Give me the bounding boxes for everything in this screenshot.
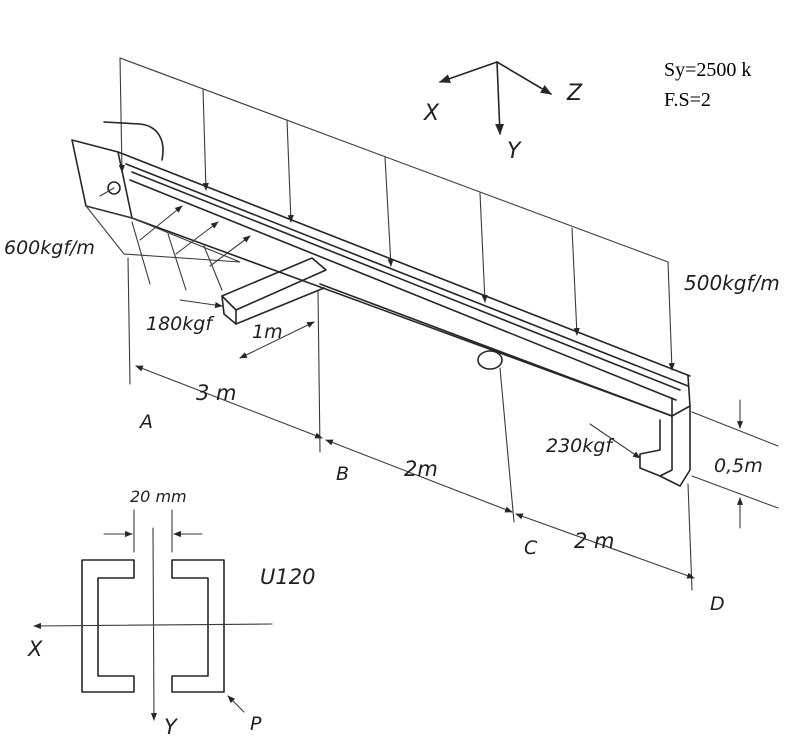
arm-b-end [221, 295, 237, 325]
section-y-axis [150, 527, 158, 721]
arm-b-dimension [239, 321, 315, 359]
arm-d: 230kgf 0,5m [546, 399, 779, 529]
arm-b: 180kgf 1m [146, 257, 327, 359]
z-axis-label: Z [566, 81, 583, 106]
load-hatch [167, 233, 187, 291]
y-axis-label: Y [507, 139, 522, 164]
arm-d-length-label: 0,5m [714, 455, 763, 477]
point-p-label: P [250, 713, 262, 735]
dim-cd-label: 2 m [574, 529, 615, 553]
dim-ab-label: 3 m [196, 381, 237, 405]
point-c-label: C [524, 537, 538, 559]
distributed-load-top-label: 500kgf/m [684, 271, 780, 295]
beam-top-edge [117, 151, 691, 377]
point-d-label: D [710, 593, 725, 615]
force-b-label: 180kgf [146, 313, 215, 335]
load-arrow [209, 235, 251, 267]
section-x-label: X [27, 637, 43, 661]
distributed-load-left: 600kgf/m [4, 205, 251, 291]
support-c-roller [477, 350, 503, 370]
left-bracket [71, 121, 164, 219]
force-d-label: 230kgf [546, 435, 615, 457]
load-arrow [286, 119, 294, 223]
span-dimensions: 3 m 2m 2 m A B C D [127, 257, 725, 615]
load-arrow [139, 205, 183, 241]
arm-b-length-label: 1m [252, 321, 283, 343]
load-area-outline [84, 205, 241, 263]
dim-ab [135, 365, 323, 439]
arm-d-outline [639, 415, 673, 477]
load-arrow [479, 192, 488, 303]
load-envelope-line [119, 57, 669, 263]
support-c [477, 350, 503, 370]
arm-b-top [221, 257, 327, 311]
point-a-label: A [138, 411, 153, 433]
x-axis-label: X [423, 101, 440, 126]
beam-slot-edge [129, 179, 677, 401]
beam-end-section [671, 375, 691, 417]
load-hatch [131, 221, 151, 285]
left-channel [81, 559, 135, 693]
z-axis-arrow [496, 61, 552, 95]
dim-ext-b [317, 289, 321, 453]
gap-label: 20 mm [130, 487, 187, 506]
profile-label: U120 [260, 565, 315, 589]
distributed-load-left-label: 600kgf/m [4, 237, 95, 259]
beam-slot-edge [131, 171, 681, 391]
dim-ext-a [127, 257, 131, 385]
dim-ext-c [499, 367, 515, 523]
pin-leader [99, 187, 115, 197]
beam-top-inner-edge [125, 163, 689, 387]
yield-strength-label: Sy=2500 k [664, 59, 751, 81]
dim-cd [515, 513, 695, 579]
safety-factor-label: F.S=2 [664, 89, 711, 111]
dim-bc-label: 2m [404, 457, 438, 481]
load-hatch [203, 245, 223, 291]
arm-b-bottom [235, 287, 325, 325]
load-arrow [384, 156, 394, 267]
point-p-arrow [227, 695, 245, 713]
y-axis-arrow [495, 61, 505, 136]
point-b-label: B [336, 463, 349, 485]
force-d-arrow [589, 423, 641, 459]
cross-section: 20 mm X Y U120 P [27, 487, 315, 739]
section-y-label: Y [164, 715, 179, 739]
beam-lower-face [319, 283, 673, 417]
u-channel-beam [117, 151, 691, 417]
load-arrow [202, 88, 209, 191]
dim-ext-line [691, 411, 779, 447]
load-arrow [118, 57, 125, 173]
dim-ext-d [687, 483, 693, 591]
coordinate-axes: X Z Y [423, 61, 583, 164]
load-arrow [175, 221, 219, 255]
dim-bc [325, 439, 513, 513]
x-axis-arrow [438, 61, 498, 83]
load-arrow [571, 227, 580, 336]
right-channel [171, 559, 225, 693]
pin-hole [107, 181, 121, 195]
left-top-flange [103, 121, 164, 161]
dim-ext-line [691, 475, 779, 509]
force-b-arrow [179, 299, 223, 309]
arm-d-side [659, 405, 691, 487]
load-arrow [667, 261, 675, 371]
distributed-load-top: 500kgf/m [118, 57, 780, 371]
left-end-plate [71, 139, 133, 219]
